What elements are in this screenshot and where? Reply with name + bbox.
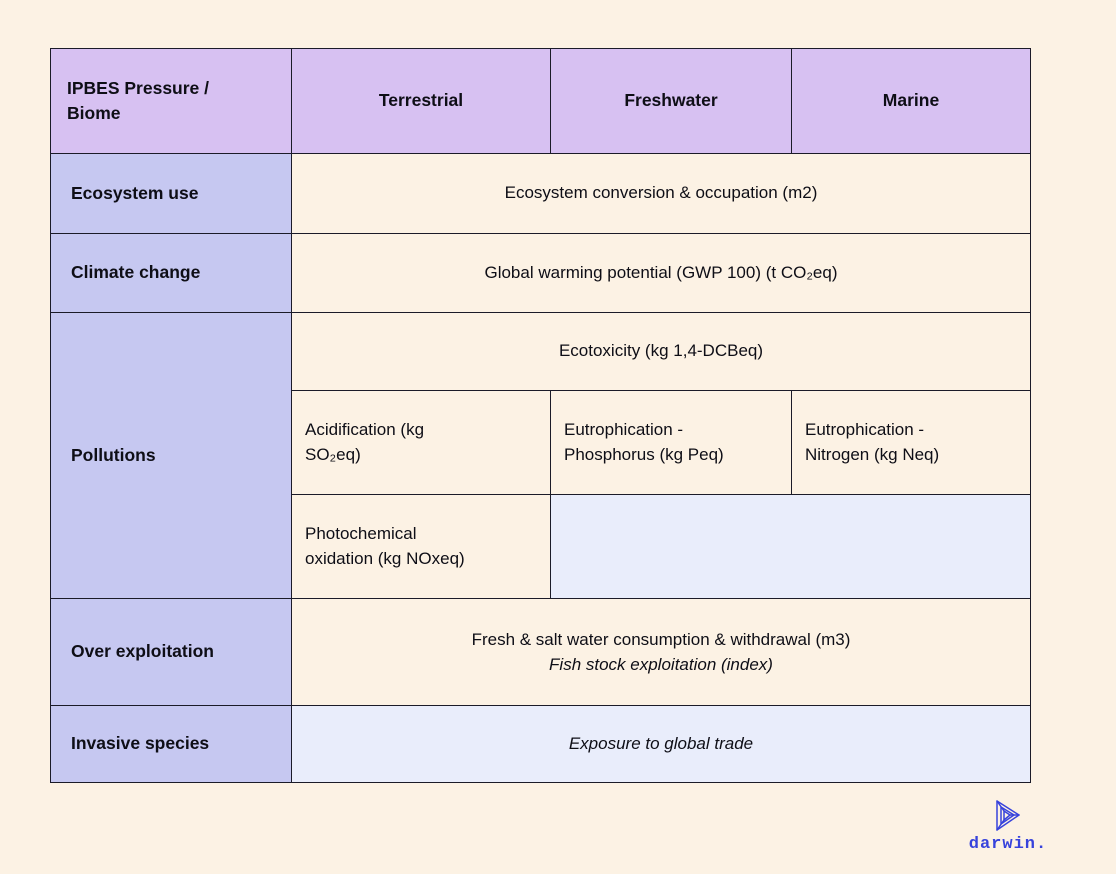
header-marine: Marine (791, 48, 1031, 154)
darwin-logo-text: darwin. (968, 835, 1048, 854)
cell-pollutions-empty (550, 494, 1031, 599)
ipbes-pressure-biome-table: IPBES Pressure / Biome Terrestrial Fresh… (50, 48, 1031, 783)
cell-exposure-global-trade: Exposure to global trade (291, 705, 1031, 783)
header-corner-cell: IPBES Pressure / Biome (50, 48, 292, 154)
cell-fish-stock-exploitation: Fish stock exploitation (index) (549, 655, 773, 674)
cell-ecosystem-conversion: Ecosystem conversion & occupation (m2) (291, 153, 1031, 234)
row-label-climate-change: Climate change (50, 233, 292, 313)
cell-ecotoxicity: Ecotoxicity (kg 1,4-DCBeq) (291, 312, 1031, 391)
row-pollutions-photochemical: Photochemical oxidation (kg NOxeq) (51, 494, 1031, 599)
cell-eutrophication-nitrogen: Eutrophication - Nitrogen (kg Neq) (791, 390, 1031, 495)
darwin-logo: darwin. (968, 799, 1048, 854)
row-climate-change: Climate change Global warming potential … (50, 233, 1031, 313)
row-pollutions-ecotoxicity: Pollutions Ecotoxicity (kg 1,4-DCBeq) (50, 312, 1031, 599)
row-label-pollutions: Pollutions (50, 312, 292, 599)
header-row: IPBES Pressure / Biome Terrestrial Fresh… (50, 48, 1031, 154)
header-terrestrial: Terrestrial (291, 48, 551, 154)
cell-over-exploitation: Fresh & salt water consumption & withdra… (291, 598, 1031, 706)
cell-water-consumption: Fresh & salt water consumption & withdra… (471, 629, 851, 649)
darwin-prism-icon (996, 800, 1020, 831)
cell-photochemical-oxidation: Photochemical oxidation (kg NOxeq) (291, 494, 551, 599)
row-pollutions-acid-eutro: Acidification (kg SO₂eq) Eutrophication … (51, 390, 1031, 495)
cell-eutrophication-phosphorus: Eutrophication - Phosphorus (kg Peq) (550, 390, 792, 495)
row-label-invasive-species: Invasive species (50, 705, 292, 783)
header-freshwater: Freshwater (550, 48, 792, 154)
row-over-exploitation: Over exploitation Fresh & salt water con… (50, 598, 1031, 706)
cell-global-warming-potential: Global warming potential (GWP 100) (t CO… (291, 233, 1031, 313)
row-label-over-exploitation: Over exploitation (50, 598, 292, 706)
row-ecosystem-use: Ecosystem use Ecosystem conversion & occ… (50, 153, 1031, 234)
row-label-ecosystem-use: Ecosystem use (50, 153, 292, 234)
cell-acidification: Acidification (kg SO₂eq) (291, 390, 551, 495)
row-invasive-species: Invasive species Exposure to global trad… (50, 705, 1031, 783)
